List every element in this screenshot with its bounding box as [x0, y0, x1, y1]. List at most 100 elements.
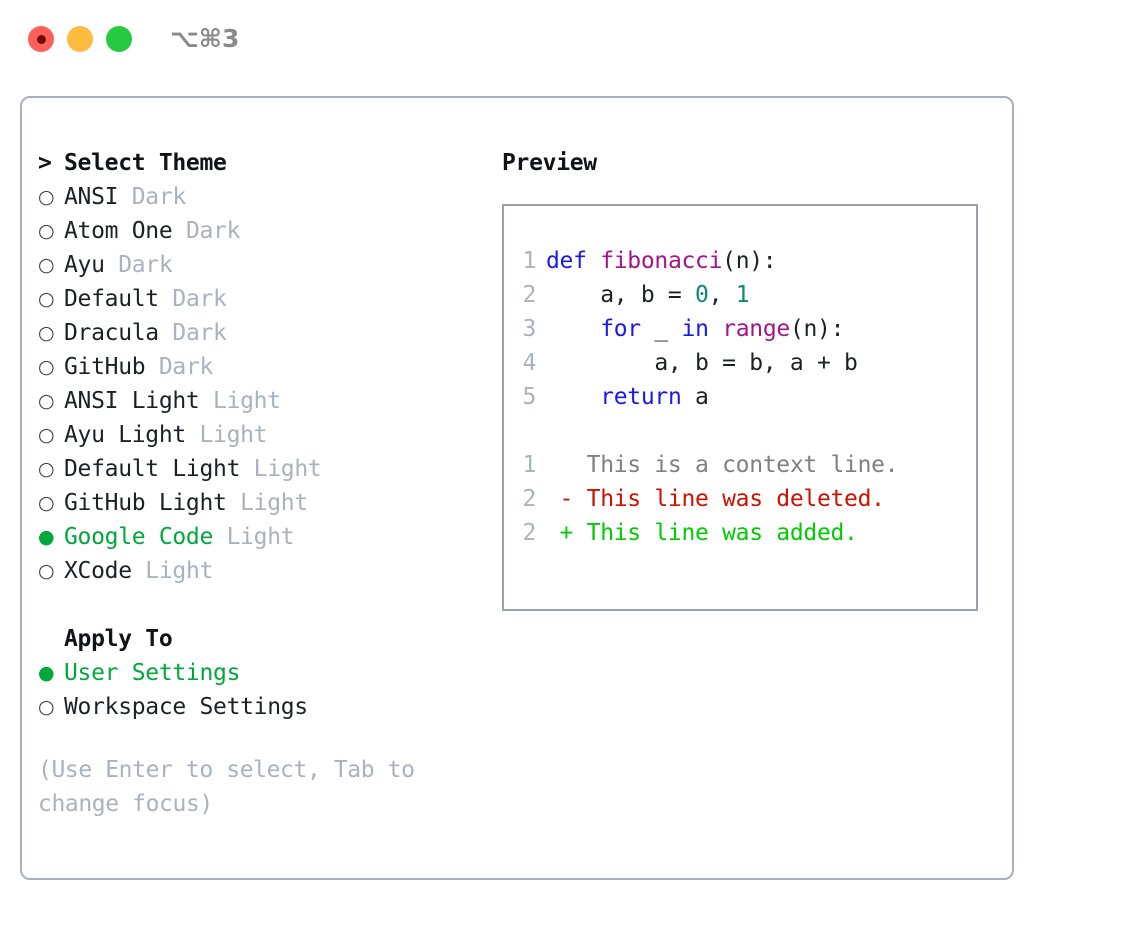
line-number: 2	[522, 520, 536, 546]
line-number: 1	[522, 248, 536, 274]
diff-line-ctx: 1 This is a context line.	[514, 448, 974, 482]
code-token: 1	[735, 282, 750, 308]
theme-list-column: >Select Theme ○ANSI Dark○Atom One Dark○A…	[38, 146, 478, 724]
theme-option-label: GitHub	[64, 354, 146, 380]
theme-option-default-light[interactable]: ○ Default Light Light	[38, 452, 478, 486]
apply-to-option-workspace-settings[interactable]: ○ Workspace Settings	[38, 690, 478, 724]
theme-variant-tag: Light	[240, 456, 322, 482]
theme-option-ayu[interactable]: ○Ayu Dark	[38, 248, 478, 282]
titlebar: ⌥⌘3	[0, 0, 1140, 80]
close-button[interactable]	[28, 26, 54, 52]
code-line: 2 a, b = 0, 1	[514, 278, 974, 312]
theme-option-github[interactable]: ○ GitHub Dark	[38, 350, 478, 384]
code-token: a, b = b, a + b	[546, 350, 858, 376]
radio-unselected-icon[interactable]: ○	[38, 458, 55, 480]
code-diff-gap	[514, 414, 974, 448]
keyboard-hint: (Use Enter to select, Tab to change focu…	[38, 757, 415, 817]
theme-option-label: GitHub Light	[64, 490, 227, 516]
radio-unselected-icon[interactable]: ○	[38, 356, 55, 378]
theme-option-default[interactable]: ○Default Dark	[38, 282, 478, 316]
theme-variant-tag: Dark	[158, 320, 227, 346]
apply-to-option-label: User Settings	[64, 660, 241, 686]
line-number: 3	[522, 316, 536, 342]
line-number: 1	[522, 452, 536, 478]
line-number: 4	[522, 350, 536, 376]
line-number: 5	[522, 384, 536, 410]
code-token	[546, 384, 600, 410]
apply-to-options-list: ● User Settings ○ Workspace Settings	[38, 656, 478, 724]
theme-selector-panel: >Select Theme ○ANSI Dark○Atom One Dark○A…	[20, 96, 1014, 880]
radio-unselected-icon[interactable]: ○	[38, 696, 55, 718]
radio-selected-icon[interactable]: ●	[38, 662, 55, 684]
caret-icon: >	[38, 150, 52, 176]
theme-variant-tag: Light	[131, 558, 214, 584]
radio-unselected-icon[interactable]: ○	[38, 288, 55, 310]
diff-line-text: + This line was added.	[546, 520, 858, 546]
theme-option-label: ANSI	[64, 184, 119, 210]
theme-variant-tag: Dark	[145, 354, 214, 380]
radio-unselected-icon[interactable]: ○	[38, 322, 55, 344]
code-token: range	[722, 316, 790, 342]
radio-unselected-icon[interactable]: ○	[38, 220, 55, 242]
theme-option-ansi[interactable]: ○ ANSI Dark	[38, 180, 478, 214]
code-token: a, b =	[546, 282, 696, 308]
radio-selected-icon[interactable]: ●	[38, 526, 55, 548]
radio-unselected-icon[interactable]: ○	[38, 390, 55, 412]
theme-option-label: Default Light	[64, 456, 241, 482]
radio-unselected-icon[interactable]: ○	[38, 492, 55, 514]
theme-list-header: > Select Theme	[38, 146, 478, 180]
radio-unselected-icon[interactable]: ○	[38, 254, 55, 276]
apply-to-title: Apply To	[64, 626, 173, 652]
theme-variant-tag: Light	[199, 388, 281, 414]
radio-unselected-icon[interactable]: ○	[38, 560, 55, 582]
theme-option-dracula[interactable]: ○ Dracula Dark	[38, 316, 478, 350]
code-token: ,	[708, 282, 736, 308]
theme-options-list: ○ANSI Dark○Atom One Dark○Ayu Dark○Defaul…	[38, 180, 478, 588]
theme-variant-tag: Light	[185, 422, 268, 448]
theme-option-label: Google Code	[64, 524, 214, 550]
theme-variant-tag: Light	[213, 524, 295, 550]
theme-option-google-code[interactable]: ● Google Code Light	[38, 520, 478, 554]
radio-unselected-icon[interactable]: ○	[38, 186, 55, 208]
code-token: in	[681, 316, 709, 342]
theme-option-atom-one[interactable]: ○Atom One Dark	[38, 214, 478, 248]
line-number: 2	[522, 282, 536, 308]
apply-to-option-user-settings[interactable]: ● User Settings	[38, 656, 478, 690]
line-number: 2	[522, 486, 536, 512]
keyboard-shortcut-label: ⌥⌘3	[170, 24, 240, 53]
maximize-button[interactable]	[106, 26, 132, 52]
diff-line-text: - This line was deleted.	[546, 486, 885, 512]
apply-to-option-label: Workspace Settings	[64, 694, 308, 720]
code-line: 5 return a	[514, 380, 974, 414]
theme-option-label: Dracula	[64, 320, 159, 346]
minimize-button[interactable]	[67, 26, 93, 52]
code-token	[709, 316, 723, 342]
page-title: Select Theme	[64, 150, 227, 176]
theme-variant-tag: Dark	[118, 184, 187, 210]
code-token: (n):	[722, 248, 777, 274]
window-controls	[28, 26, 132, 52]
theme-option-github-light[interactable]: ○GitHub Light Light	[38, 486, 478, 520]
theme-variant-tag: Dark	[172, 218, 241, 244]
preview-title: Preview	[502, 150, 597, 176]
theme-option-xcode[interactable]: ○XCode Light	[38, 554, 478, 588]
diff-line-del: 2 - This line was deleted.	[514, 482, 974, 516]
theme-option-ayu-light[interactable]: ○ Ayu Light Light	[38, 418, 478, 452]
diff-line-add: 2 + This line was added.	[514, 516, 974, 550]
code-token: for	[600, 316, 641, 342]
theme-option-label: Ayu Light	[64, 422, 186, 448]
apply-to-header: Apply To	[38, 622, 478, 656]
theme-option-ansi-light[interactable]: ○ANSI Light Light	[38, 384, 478, 418]
radio-unselected-icon[interactable]: ○	[38, 424, 55, 446]
diff-lines: 1 This is a context line.2 - This line w…	[514, 448, 974, 550]
code-token: return	[600, 384, 682, 410]
code-line: 4 a, b = b, a + b	[514, 346, 974, 380]
code-token: _	[640, 316, 682, 342]
code-token: a	[681, 384, 709, 410]
